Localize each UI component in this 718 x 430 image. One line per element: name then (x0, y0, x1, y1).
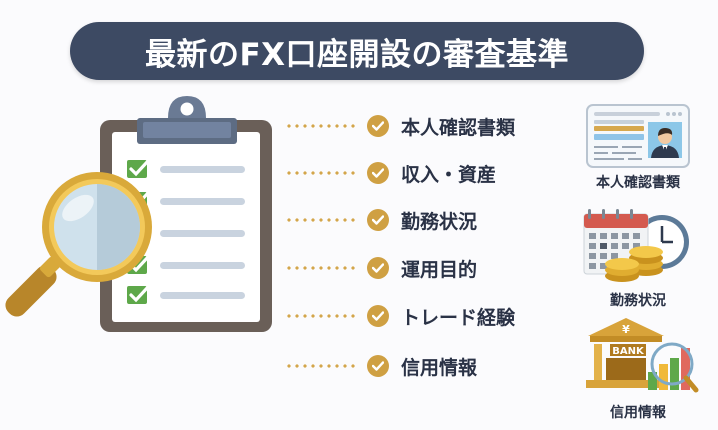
criteria-label: 収入・資産 (401, 163, 497, 186)
bank-chart-icon: ¥ BANK (586, 318, 699, 393)
dotted-connector (285, 171, 357, 175)
dotted-connector (285, 124, 357, 128)
side-label: 信用情報 (610, 405, 666, 421)
criteria-item: 信用情報 (285, 352, 477, 380)
criteria-label: 運用目的 (401, 258, 478, 281)
criteria-item: 勤務状況 (285, 206, 477, 234)
dotted-connector (285, 266, 357, 270)
dotted-connector (285, 314, 357, 318)
side-label: 勤務状況 (610, 293, 666, 309)
criteria-label: 本人確認書類 (401, 116, 516, 139)
page-title: 最新のFX口座開設の審査基準 (144, 36, 570, 73)
side-item-employment: 勤務状況 (568, 208, 708, 310)
svg-text:¥: ¥ (622, 323, 630, 336)
gold-check-circle-icon (367, 257, 389, 279)
clipboard-illustration (0, 90, 290, 350)
criteria-item: 本人確認書類 (285, 112, 515, 140)
criteria-label: 勤務状況 (401, 210, 478, 233)
coin-stack (605, 246, 663, 282)
criteria-label: トレード経験 (401, 306, 516, 329)
gold-check-circle-icon (367, 115, 389, 137)
criteria-item: 運用目的 (285, 254, 477, 282)
clipboard-checklist-icon (5, 96, 272, 332)
gold-check-circle-icon (367, 209, 389, 231)
title-banner: 最新のFX口座開設の審査基準 (70, 22, 644, 80)
criteria-label: 信用情報 (401, 356, 478, 379)
side-label: 本人確認書類 (596, 175, 680, 191)
gold-check-circle-icon (367, 162, 389, 184)
calendar-clock-coins-icon (583, 209, 689, 282)
svg-text:BANK: BANK (612, 346, 645, 357)
magnifying-glass-icon (5, 172, 152, 317)
criteria-item: 収入・資産 (285, 159, 496, 187)
gold-check-circle-icon (367, 355, 389, 377)
id-card-icon (586, 104, 690, 168)
dotted-connector (285, 218, 357, 222)
gold-check-circle-icon (367, 305, 389, 327)
side-item-credit-info: ¥ BANK 信用情報 (568, 314, 708, 422)
criteria-item: トレード経験 (285, 302, 515, 330)
dotted-connector (285, 364, 357, 368)
side-item-id-documents: 本人確認書類 (568, 104, 708, 192)
